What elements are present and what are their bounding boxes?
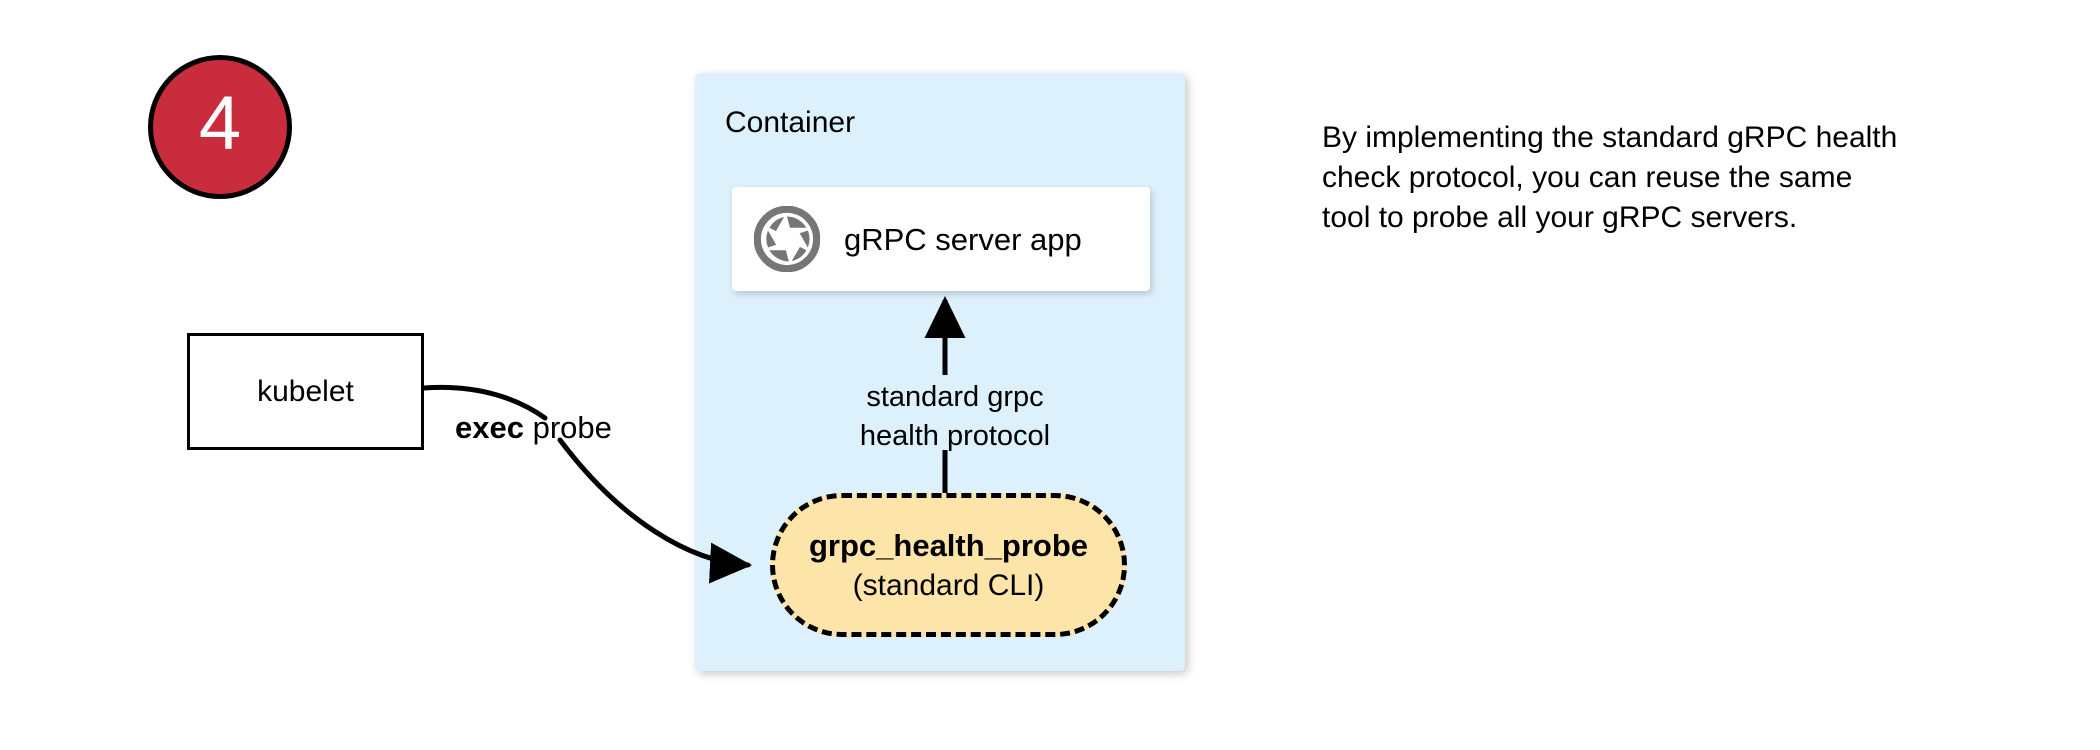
grpc-server-app-label: gRPC server app bbox=[844, 221, 1082, 257]
health-protocol-line-2: health protocol bbox=[859, 420, 1051, 452]
health-protocol-line-1: standard grpc bbox=[866, 381, 1044, 413]
kubelet-label: kubelet bbox=[257, 374, 354, 408]
kubelet-box: kubelet bbox=[187, 333, 424, 450]
exec-probe-label-bold: exec bbox=[455, 410, 524, 445]
grpc-health-probe-node: grpc_health_probe (standard CLI) bbox=[770, 493, 1127, 637]
health-protocol-edge-label: standard grpc health protocol bbox=[845, 378, 1065, 456]
grpc-health-probe-title: grpc_health_probe bbox=[808, 527, 1089, 563]
exec-probe-edge-label: exec probe bbox=[455, 412, 612, 443]
step-number-label: 4 bbox=[198, 81, 242, 166]
container-title-label: Container bbox=[725, 106, 856, 139]
grpc-server-app-card: gRPC server app bbox=[732, 187, 1150, 291]
exec-probe-label-rest: probe bbox=[523, 410, 612, 445]
aperture-icon bbox=[754, 206, 820, 272]
grpc-health-probe-subtitle: (standard CLI) bbox=[852, 568, 1045, 602]
step-number-badge: 4 bbox=[148, 55, 292, 199]
annotation-text: By implementing the standard gRPC health… bbox=[1322, 121, 1898, 234]
